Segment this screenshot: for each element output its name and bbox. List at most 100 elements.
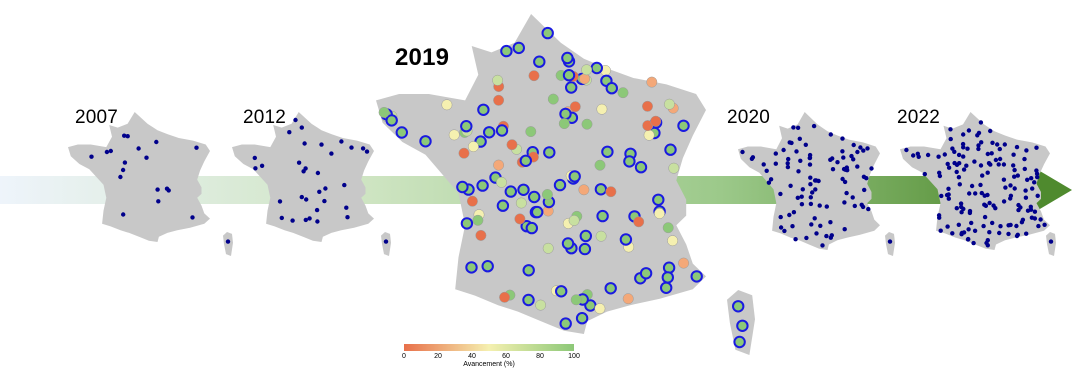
station-dot-2022 xyxy=(960,141,966,147)
station-dot-2022 xyxy=(944,192,950,198)
station-dot-2022 xyxy=(958,201,964,206)
station-dot-2022 xyxy=(976,143,981,148)
station-marker-2019 xyxy=(605,186,617,198)
station-marker-2019 xyxy=(555,285,568,298)
station-dot-2022 xyxy=(936,154,941,159)
station-dot-2022 xyxy=(975,133,980,138)
station-marker-2019 xyxy=(643,129,655,141)
station-marker-2019 xyxy=(547,93,559,105)
station-dot-2022 xyxy=(964,163,969,168)
corsica-map-2012 xyxy=(381,232,391,256)
station-dot-2020 xyxy=(787,212,792,218)
station-dot-2022 xyxy=(1002,142,1007,147)
station-marker-2019 xyxy=(690,270,703,283)
station-dot-2022 xyxy=(995,142,1000,147)
station-dot-2022 xyxy=(946,196,951,201)
station-dot-2020 xyxy=(818,223,823,228)
station-dot-2020 xyxy=(773,161,778,166)
station-dot-2007 xyxy=(122,160,128,165)
station-dot-2007 xyxy=(155,187,160,192)
station-dot-2012 xyxy=(277,199,283,204)
station-dot-2012 xyxy=(299,194,304,200)
station-marker-2019 xyxy=(565,81,578,94)
station-dot-2020 xyxy=(824,204,829,209)
station-dot-2020 xyxy=(761,162,766,167)
station-marker-2019 xyxy=(579,229,592,243)
station-dot-2022 xyxy=(979,190,984,196)
legend-tick-20: 20 xyxy=(434,353,442,360)
france-map-2020 xyxy=(738,112,880,250)
station-dot-2022 xyxy=(976,146,981,152)
station-dot-2022 xyxy=(979,140,984,145)
station-dot-2022 xyxy=(972,228,978,233)
station-marker-2019 xyxy=(441,99,453,111)
station-marker-2019 xyxy=(570,294,582,306)
station-dot-2007 xyxy=(121,212,126,217)
station-dot-2020 xyxy=(797,136,802,141)
station-marker-2019 xyxy=(512,41,525,55)
station-dot-2012 xyxy=(259,163,265,168)
station-dot-2020 xyxy=(785,164,791,170)
year-label-2019: 2019 xyxy=(395,44,450,71)
station-marker-2019 xyxy=(493,94,505,106)
station-marker-2019 xyxy=(476,179,489,192)
station-dot-2020 xyxy=(852,203,857,209)
station-marker-2019 xyxy=(506,139,518,151)
station-dot-2007 xyxy=(89,154,94,159)
station-dot-2022 xyxy=(950,231,955,236)
station-marker-2019 xyxy=(663,98,675,110)
station-dot-2012 xyxy=(296,160,302,165)
station-dot-2022 xyxy=(1012,186,1017,191)
station-dot-2022 xyxy=(991,203,996,208)
station-dot-2007 xyxy=(225,239,231,244)
station-dot-2020 xyxy=(773,151,778,156)
station-dot-2022 xyxy=(1023,231,1029,236)
station-dot-2022 xyxy=(1034,168,1039,173)
france-map-2022 xyxy=(900,112,1050,250)
station-dot-2020 xyxy=(794,149,799,154)
station-dot-2022 xyxy=(954,206,959,211)
station-dot-2022 xyxy=(925,152,931,158)
station-dot-2007 xyxy=(125,134,130,139)
station-dot-2022 xyxy=(1028,204,1034,209)
station-dot-2022 xyxy=(942,152,947,157)
station-dot-2012 xyxy=(304,197,309,202)
station-dot-2022 xyxy=(985,243,990,248)
station-dot-2022 xyxy=(1023,188,1028,193)
station-dot-2012 xyxy=(315,170,321,176)
station-dot-2020 xyxy=(828,132,833,137)
station-marker-2019 xyxy=(559,107,572,121)
station-marker-2019 xyxy=(595,230,607,242)
station-dot-2022 xyxy=(987,200,992,206)
station-dot-2020 xyxy=(829,233,834,238)
station-dot-2022 xyxy=(911,153,916,158)
station-marker-2019 xyxy=(664,143,677,156)
station-marker-2019 xyxy=(525,126,537,138)
station-dot-2022 xyxy=(1032,209,1038,214)
station-marker-2019 xyxy=(515,197,527,209)
station-marker-2019 xyxy=(541,189,553,200)
station-dot-2022 xyxy=(945,161,950,167)
station-dot-2022 xyxy=(985,151,990,157)
station-dot-2012 xyxy=(287,130,292,135)
station-dot-2020 xyxy=(787,140,792,145)
station-dot-2022 xyxy=(1016,207,1021,213)
station-dot-2022 xyxy=(972,159,977,164)
station-dot-2020 xyxy=(798,158,803,163)
station-dot-2020 xyxy=(861,174,867,179)
station-dot-2020 xyxy=(796,169,801,174)
station-dot-2012 xyxy=(329,151,334,156)
station-marker-2019 xyxy=(736,319,749,332)
station-dot-2020 xyxy=(814,231,819,236)
station-dot-2020 xyxy=(795,195,800,200)
station-dot-2020 xyxy=(785,161,790,166)
station-dot-2020 xyxy=(842,179,848,185)
station-dot-2020 xyxy=(807,155,813,160)
station-marker-2019 xyxy=(662,222,674,234)
station-marker-2019 xyxy=(531,205,544,219)
station-dot-2022 xyxy=(1012,167,1017,173)
station-dot-2012 xyxy=(299,125,304,130)
station-dot-2020 xyxy=(814,178,819,183)
station-marker-2019 xyxy=(619,233,633,246)
